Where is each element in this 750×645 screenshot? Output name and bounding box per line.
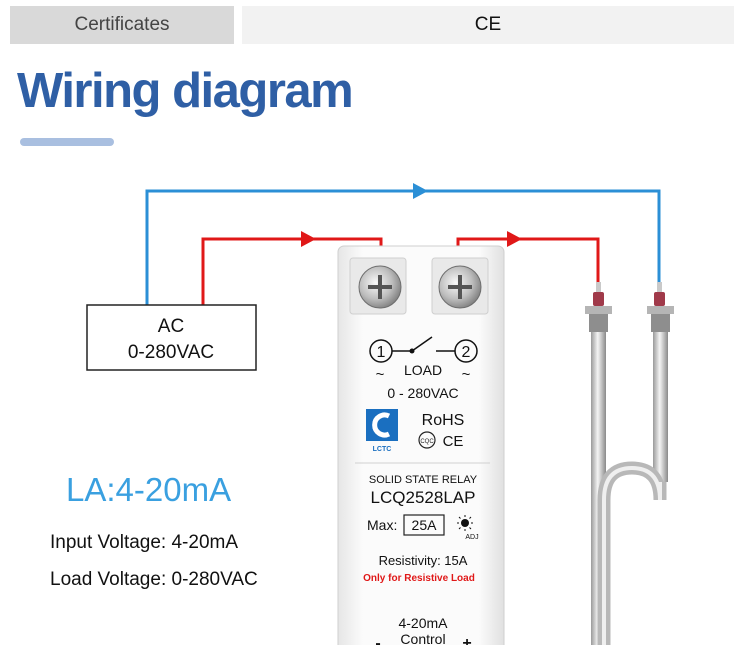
resistivity: Resistivity: 15A — [379, 553, 468, 568]
relay-type: SOLID STATE RELAY — [369, 474, 478, 486]
control-plus: + — [462, 635, 471, 645]
neutral-wire — [145, 183, 661, 305]
terminal-1-label: 1 — [377, 344, 386, 361]
adj-sun-icon — [457, 515, 473, 531]
resistive-load-note: Only for Resistive Load — [363, 573, 475, 584]
certificates-value-cell: CE — [242, 6, 734, 44]
live-arrow-icon — [507, 231, 522, 247]
ce-mark: CE — [443, 433, 464, 450]
brand-name: LCTC — [373, 446, 392, 453]
solid-state-relay: 1 2 ~ LOAD ~ 0 - 280VAC LCTC RoHS CQC CE… — [337, 245, 505, 645]
control-signal: 4-20mA — [398, 615, 448, 631]
max-current: 25A — [412, 517, 438, 533]
input-voltage-spec: Input Voltage: 4-20mA — [50, 532, 239, 553]
relay-model: LCQ2528LAP — [371, 488, 476, 507]
relay-load-voltage: 0 - 280VAC — [387, 385, 458, 401]
la-label: LA:4-20mA — [66, 471, 232, 508]
ac-power-source: AC 0-280VAC — [86, 304, 257, 371]
terminal-screw-2 — [438, 265, 482, 309]
live-arrow-icon — [301, 231, 316, 247]
control-minus: - — [375, 635, 380, 645]
title-underline — [20, 138, 114, 146]
load-label: LOAD — [404, 362, 442, 378]
control-label: Control — [400, 631, 445, 645]
cqc-icon: CQC — [418, 431, 436, 449]
certificates-value: CE — [474, 14, 502, 35]
page-title: Wiring diagram — [17, 64, 354, 118]
lctc-logo: LCTC — [366, 409, 398, 453]
terminal-2-label: 2 — [462, 344, 471, 361]
neutral-arrow-icon — [413, 183, 428, 199]
tilde-right: ~ — [462, 366, 471, 383]
adj-label: ADJ — [465, 534, 478, 541]
certificates-label-cell: Certificates — [10, 6, 234, 44]
svg-text:CQC: CQC — [420, 439, 434, 445]
heating-element — [585, 282, 674, 645]
rohs-mark: RoHS — [422, 412, 465, 429]
switch-symbol: 1 2 — [369, 336, 478, 363]
tilde-left: ~ — [376, 366, 385, 383]
ac-voltage: 0-280VAC — [128, 342, 214, 363]
load-voltage-spec: Load Voltage: 0-280VAC — [50, 569, 258, 590]
certificates-label: Certificates — [74, 14, 170, 35]
max-label: Max: — [367, 517, 397, 533]
terminal-screw-1 — [358, 265, 402, 309]
ac-label: AC — [158, 316, 184, 337]
